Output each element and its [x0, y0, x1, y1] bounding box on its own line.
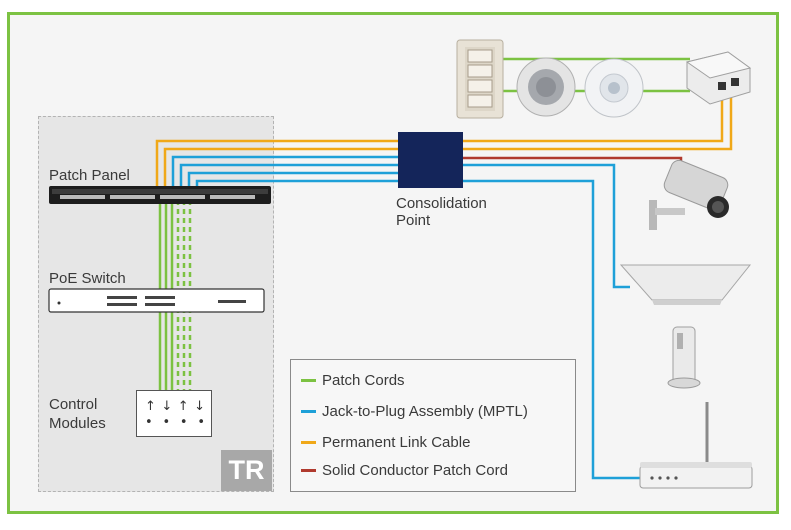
patch-panel	[49, 186, 271, 204]
consolidation-point-box	[398, 132, 463, 188]
pole-access-point-icon	[667, 326, 701, 389]
poe-switch	[48, 288, 265, 313]
ceiling-speaker-icon	[516, 57, 576, 117]
legend: Patch Cords Jack-to-Plug Assembly (MPTL)…	[290, 359, 576, 492]
control-dot: •	[179, 415, 188, 430]
wifi-router-icon	[639, 402, 753, 489]
legend-label: Jack-to-Plug Assembly (MPTL)	[322, 402, 528, 420]
tr-badge: TR	[221, 450, 272, 491]
control-modules-box: ↑ ↓ ↑ ↓ • • • •	[136, 390, 212, 437]
occupancy-sensor-icon	[584, 58, 644, 118]
control-dot: •	[197, 415, 205, 430]
legend-swatch	[301, 409, 316, 413]
surface-mount-box-icon	[685, 51, 752, 105]
control-dot: •	[162, 415, 171, 430]
legend-swatch	[301, 468, 316, 472]
consolidation-point-label-line2: Point	[396, 212, 431, 229]
control-symbol: ↓	[194, 399, 205, 414]
legend-item-mptl: Jack-to-Plug Assembly (MPTL)	[301, 401, 528, 421]
poe-switch-label: PoE Switch	[49, 270, 126, 287]
control-symbol: ↑	[177, 399, 189, 414]
control-modules-label-line2: Modules	[49, 415, 106, 432]
legend-swatch	[301, 378, 316, 382]
security-camera-icon	[649, 159, 729, 230]
legend-label: Patch Cords	[322, 371, 405, 389]
consolidation-point-label-line1: Consolidation	[396, 195, 487, 212]
wireless-access-point-icon	[619, 264, 752, 305]
control-symbol: ↑	[145, 399, 156, 414]
legend-label: Solid Conductor Patch Cord	[322, 461, 508, 479]
legend-item-solid-conductor: Solid Conductor Patch Cord	[301, 460, 508, 480]
legend-item-patch-cords: Patch Cords	[301, 370, 405, 390]
control-symbol: ↓	[161, 399, 173, 414]
patch-panel-label: Patch Panel	[49, 167, 130, 184]
legend-item-permanent-link: Permanent Link Cable	[301, 432, 470, 452]
legend-label: Permanent Link Cable	[322, 433, 471, 451]
legend-swatch	[301, 440, 316, 444]
control-dot: •	[145, 415, 153, 430]
control-modules-label-line1: Control	[49, 396, 98, 413]
mptl-cables	[171, 155, 640, 480]
wall-switch-panel-icon	[456, 39, 504, 119]
